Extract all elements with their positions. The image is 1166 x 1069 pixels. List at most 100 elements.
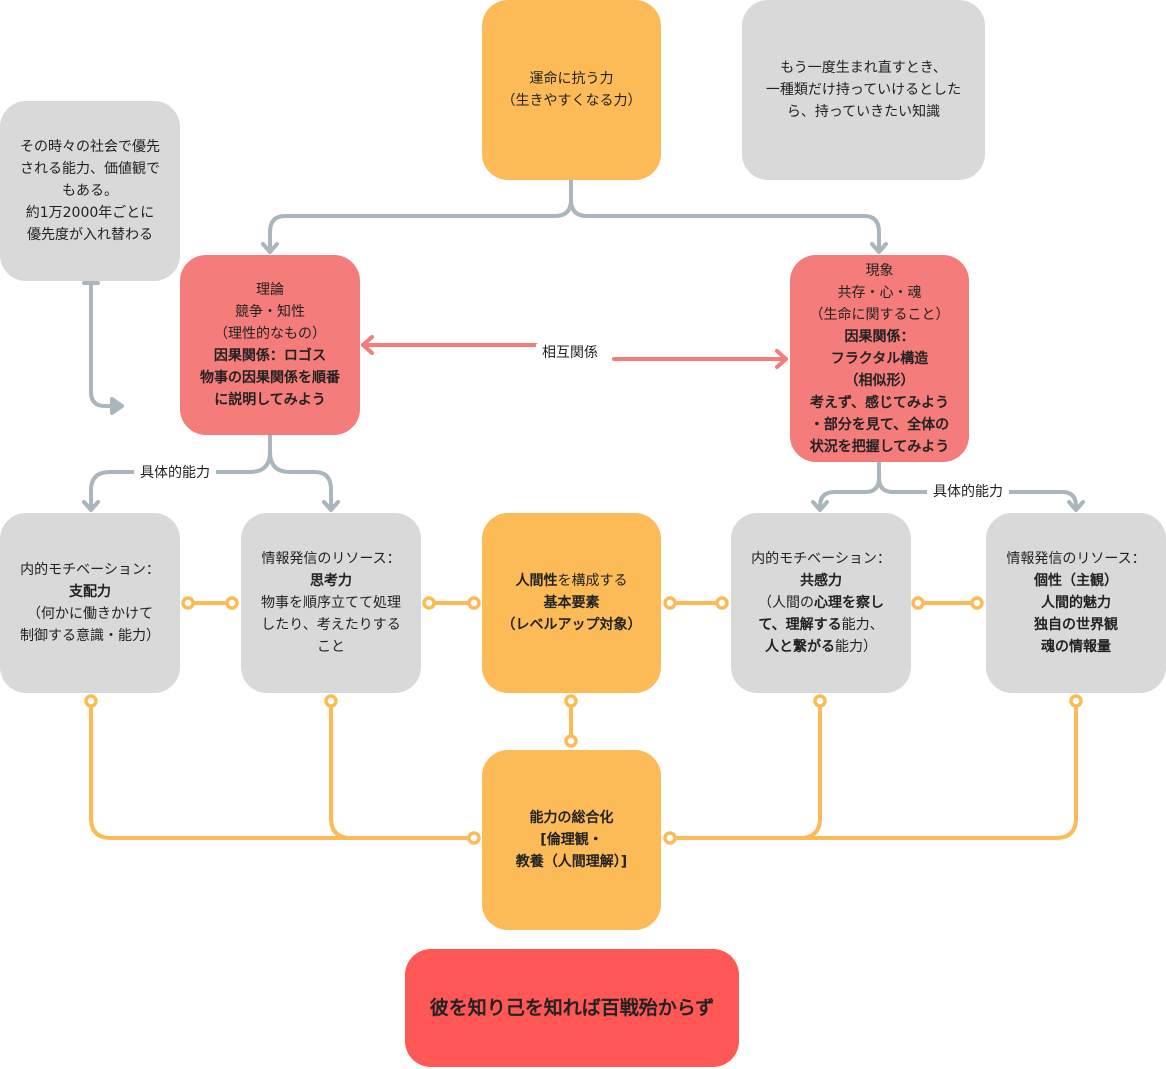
port-icon (422, 596, 436, 610)
node-motto[interactable]: 彼を知り己を知れば百戦殆からず (405, 949, 739, 1067)
port-icon (564, 734, 578, 748)
node-phenomenon-bold-line: ・部分を見て、全体の (809, 416, 950, 433)
node-theory-line: 競争・知性 (235, 304, 305, 320)
node-bold: 支配力 (69, 584, 111, 600)
port-icon (84, 694, 98, 708)
node-normal: （人間の (758, 595, 814, 611)
motto-text: 彼を知り己を知れば百戦殆からず (429, 997, 715, 1019)
node-line: 物事を順序立てて処理 (261, 595, 401, 611)
node-line: て、理解する能力、 (758, 614, 883, 636)
port-icon (1069, 694, 1083, 708)
edge-label-concrete-right: 具体的能力 (927, 483, 1009, 501)
node-question[interactable]: もう一度生まれ直すとき、 一種類だけ持っていけるとした ら、持っていきたい知識 (742, 0, 985, 180)
node-bold-part: 人と繋がる (765, 639, 835, 655)
node-line: したり、考えたりする (261, 617, 401, 633)
node-phenomenon-line: （生命に関すること） (809, 306, 950, 323)
root-branch-connector (268, 178, 573, 252)
node-title: 情報発信のリソース： (261, 551, 401, 567)
node-line: 制御する意識・能力） (20, 628, 160, 644)
node-center-bold-line: 基本要素 (543, 595, 600, 611)
node-theory-bold-line: 物事の因果関係を順番 (200, 370, 340, 386)
edge-label-concrete-left: 具体的能力 (134, 464, 216, 482)
node-bold-part: 心理を察し (814, 595, 884, 611)
port-icon (970, 596, 984, 610)
port-icon (225, 596, 239, 610)
node-bold-line: 人間的魅力 (1041, 595, 1111, 611)
node-note-line: 優先度が入れ替わる (27, 227, 153, 243)
node-line: こと (317, 639, 345, 655)
node-theory-bold-line: 因果関係：ロゴス (213, 348, 327, 364)
node-center-normal: を構成する (557, 573, 628, 589)
node-center-line: 人間性を構成する (516, 570, 628, 592)
node-title: 情報発信のリソース： (1006, 551, 1146, 567)
bottom-right2-connector (798, 699, 822, 840)
node-root-line: （生きやすくなる力） (501, 93, 642, 109)
node-root-line: 運命に抗う力 (529, 71, 614, 87)
arrowhead-icon (361, 335, 374, 355)
node-phenomenon-line: 共存・心・魂 (837, 284, 922, 301)
node-note-line: その時々の社会で優先 (20, 139, 160, 155)
node-question-line: もう一度生まれ直すとき、 (780, 60, 947, 76)
node-title: 内的モチベーション： (20, 562, 160, 578)
arrowhead-icon (870, 242, 888, 254)
node-line: （人間の心理を察し (758, 592, 884, 614)
arrowhead-icon (775, 349, 788, 369)
arrowhead-icon (1067, 500, 1085, 512)
node-center[interactable]: 人間性を構成する 基本要素 （レベルアップ対象） (482, 513, 661, 693)
bottom-left-connector (89, 699, 476, 840)
node-bold-line: 個性（主観） (1034, 573, 1118, 589)
bottom-right-connector (668, 699, 1078, 840)
arrowhead-icon (322, 500, 340, 512)
node-phenomenon-bold-line: フラクタル構造 (830, 350, 929, 367)
node-bold-line: 独自の世界観 (1034, 617, 1118, 633)
node-phenomenon-bold-line: 状況を把握してみよう (809, 438, 950, 455)
node-phenomenon[interactable]: 現象 共存・心・魂 （生命に関すること） 因果関係： フラクタル構造 （相似形）… (790, 255, 969, 462)
port-icon (813, 694, 827, 708)
node-phenomenon-bold-line: 考えず、感じてみよう (809, 394, 950, 411)
port-icon (564, 694, 578, 708)
node-bold: 思考力 (310, 573, 352, 589)
node-question-line: 一種類だけ持っていけるとした (765, 82, 962, 98)
node-center-bold-line: （レベルアップ対象） (501, 617, 642, 633)
node-line: （何かに働きかけて (27, 606, 153, 622)
node-bold-part: て、理解する (758, 617, 842, 633)
node-title: 内的モチベーション： (751, 551, 891, 567)
arrowhead-icon (811, 500, 829, 512)
port-icon (663, 831, 677, 845)
node-bold-line: 魂の情報量 (1041, 639, 1111, 655)
port-icon (663, 596, 677, 610)
node-theory-line: 理論 (256, 282, 284, 298)
arrowhead-icon (82, 500, 100, 512)
bottom-left2-connector (329, 699, 353, 840)
node-synthesis[interactable]: 能力の総合化 [倫理観・ 教養（人間理解）] (482, 750, 661, 930)
node-right-resource[interactable]: 情報発信のリソース： 個性（主観） 人間的魅力 独自の世界観 魂の情報量 (986, 513, 1166, 693)
port-icon (324, 694, 338, 708)
node-left-resource[interactable]: 情報発信のリソース： 思考力 物事を順序立てて処理 したり、考えたりする こと (241, 513, 421, 693)
node-bold: 共感力 (800, 573, 842, 589)
port-icon (467, 831, 481, 845)
node-root[interactable]: 運命に抗う力 （生きやすくなる力） (482, 0, 661, 180)
node-note-line: 約1万2000年ごとに (25, 205, 155, 221)
node-left-motivation[interactable]: 内的モチベーション： 支配力 （何かに働きかけて 制御する意識・能力） (0, 513, 180, 693)
node-phenomenon-bold-line: （相似形） (844, 372, 915, 389)
port-icon (911, 596, 925, 610)
port-icon (715, 596, 729, 610)
phenomenon-branch-left (818, 460, 881, 510)
arrowhead-icon (110, 397, 124, 415)
node-normal: 能力） (835, 639, 877, 655)
node-note-line: される能力、価値観で (20, 161, 160, 177)
port-icon (181, 596, 195, 610)
root-branch-connector-right (569, 178, 881, 252)
port-icon (467, 596, 481, 610)
node-phenomenon-line: 現象 (865, 262, 894, 279)
node-theory-bold-line: に説明してみよう (214, 392, 326, 408)
node-normal: 能力、 (841, 617, 884, 633)
node-theory[interactable]: 理論 競争・知性 （理性的なもの） 因果関係：ロゴス 物事の因果関係を順番 に説… (180, 255, 360, 435)
node-bold-line: [倫理観・ (540, 832, 603, 848)
node-phenomenon-bold-line: 因果関係： (844, 328, 915, 345)
node-line: 人と繋がる能力） (765, 636, 877, 658)
node-right-motivation[interactable]: 内的モチベーション： 共感力 （人間の心理を察し て、理解する能力、 人と繋がる… (731, 513, 911, 693)
node-note[interactable]: その時々の社会で優先 される能力、価値観で もある。 約1万2000年ごとに 優… (0, 101, 180, 281)
node-question-line: ら、持っていきたい知識 (786, 104, 941, 120)
node-bold-line: 教養（人間理解）] (515, 854, 628, 870)
